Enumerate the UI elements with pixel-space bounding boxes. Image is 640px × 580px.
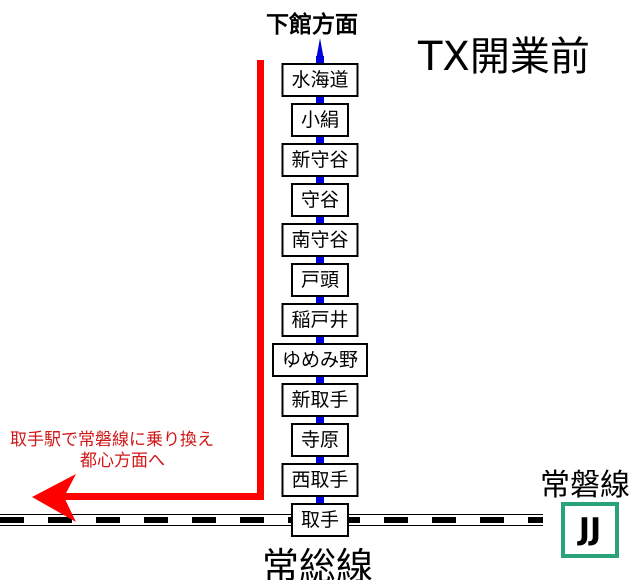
connecting-line-name: 常磐線 — [540, 468, 630, 503]
station-box: 新守谷 — [281, 143, 359, 177]
joban-track — [0, 514, 543, 526]
station-box: 南守谷 — [281, 223, 359, 257]
route-arrow-horizontal — [60, 493, 264, 500]
station-box: 西取手 — [281, 463, 359, 497]
transfer-note-line1: 取手駅で常磐線に乗り換え — [10, 430, 214, 450]
station-box: 守谷 — [290, 183, 350, 217]
station-box: 戸頭 — [290, 263, 350, 297]
station-box: 稲戸井 — [281, 303, 359, 337]
station-box: 取手 — [290, 503, 350, 537]
route-arrow-vertical — [257, 60, 264, 500]
north-arrow-icon — [316, 38, 324, 60]
direction-label: 下館方面 — [266, 12, 358, 38]
station-box: 寺原 — [290, 423, 350, 457]
route-arrow-head-icon — [32, 474, 76, 522]
jj-line-badge: JJ — [561, 502, 619, 558]
station-box: ゆめみ野 — [271, 343, 369, 377]
line-code: JJ — [578, 512, 602, 547]
transfer-note-line2: 都心方面へ — [80, 451, 165, 471]
station-box: 新取手 — [281, 383, 359, 417]
diagram-title: TX開業前 — [418, 34, 590, 80]
station-box: 小絹 — [290, 103, 350, 137]
station-box: 水海道 — [281, 63, 359, 97]
line-name: 常総線 — [262, 545, 373, 580]
